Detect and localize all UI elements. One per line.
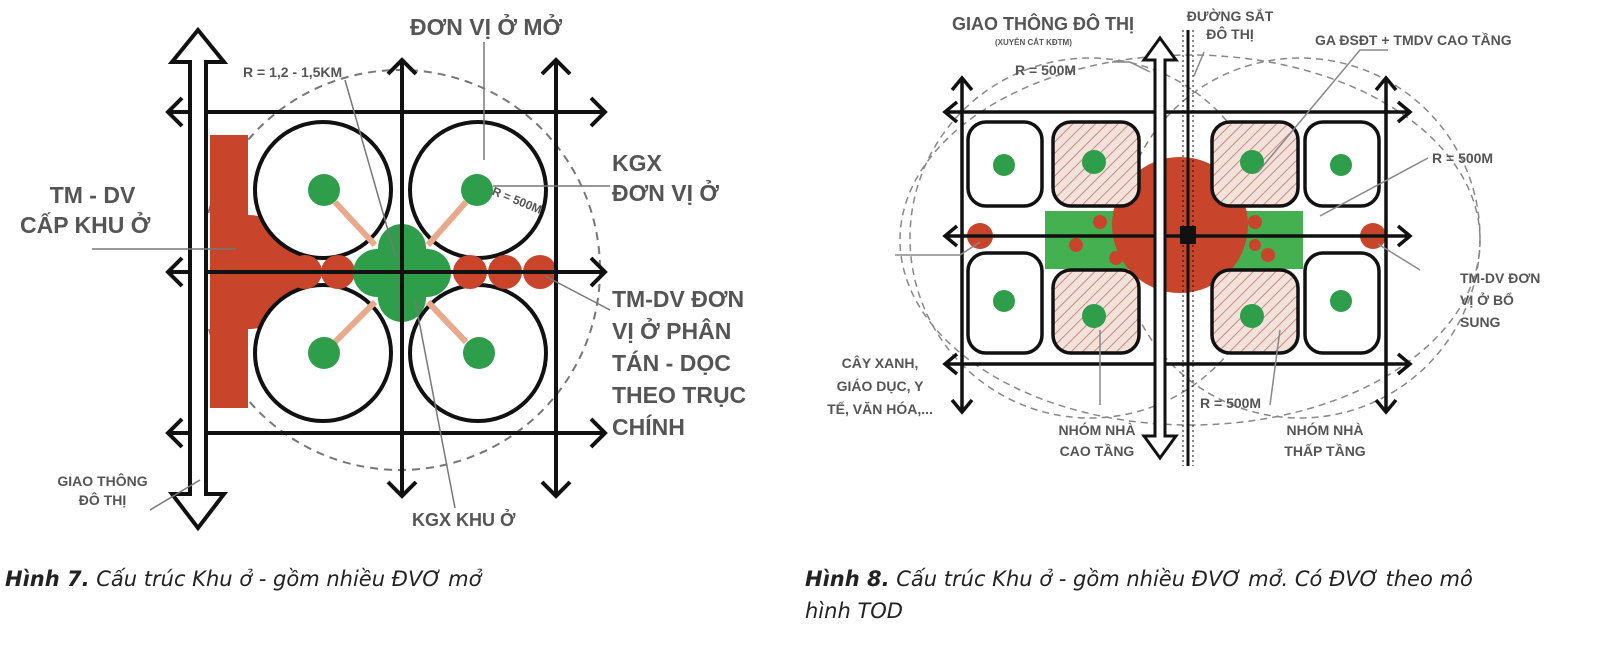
- figure-8-diagram: [895, 30, 1481, 466]
- label-tmdv-unit-line3: TÁN - DỌC: [612, 350, 731, 376]
- caption-text-line2: hình TOD: [805, 598, 903, 623]
- urban-traffic-arterial: [1141, 35, 1179, 461]
- label-kgx-area: KGX KHU Ở: [412, 510, 516, 530]
- label-tmdv-area-line2: CẤP KHU Ở: [20, 212, 151, 238]
- label-urban-traffic-sub: (XUYÊN CẮT KĐTM): [995, 38, 1072, 47]
- roads: [945, 78, 1410, 412]
- label-kgx-unit-line2: ĐƠN VỊ Ở: [612, 180, 719, 206]
- figure-8-panel: GIAO THÔNG ĐÔ THỊ (XUYÊN CẮT KĐTM) ĐƯỜNG…: [800, 0, 1600, 646]
- roads: [168, 60, 605, 496]
- label-tmdv-extra-line3: SUNG: [1460, 314, 1501, 330]
- green-dots: [993, 150, 1352, 328]
- caption-text: Cấu trúc Khu ở - gồm nhiều ĐVƠ mở: [89, 567, 482, 591]
- label-green-line3: TẾ, VĂN HÓA,...: [827, 401, 933, 417]
- caption-figure-7: Hình 7. Cấu trúc Khu ở - gồm nhiều ĐVƠ m…: [5, 564, 481, 596]
- label-radius-bottom: R = 500M: [1200, 395, 1262, 411]
- figure-7-panel: ĐƠN VỊ Ở MỞ R = 1,2 - 1,5KM R = 500M KGX…: [5, 14, 747, 596]
- urban-traffic-arterial: [167, 26, 229, 532]
- label-open-unit: ĐƠN VỊ Ở MỞ: [410, 14, 563, 40]
- label-highrise-line1: NHÓM NHÀ: [1058, 422, 1136, 438]
- label-tmdv-unit-line2: VỊ Ở PHÂN: [612, 318, 732, 344]
- label-railway-line2: ĐÔ THỊ: [1206, 26, 1254, 42]
- label-station: GA ĐSĐT + TMDV CAO TẦNG: [1315, 32, 1512, 48]
- label-tmdv-unit-line5: CHÍNH: [612, 414, 685, 440]
- label-tmdv-extra-line1: TM-DV ĐƠN: [1460, 270, 1541, 286]
- leader-lines: [92, 42, 611, 511]
- label-green-line2: GIÁO DỤC, Y: [836, 378, 924, 394]
- station-icon: [1180, 226, 1196, 244]
- label-tmdv-area-line1: TM - DV: [49, 182, 136, 208]
- label-kgx-unit-line1: KGX: [612, 150, 662, 176]
- label-radius-top: R = 500M: [1015, 62, 1077, 78]
- label-urban-traffic-line1: GIAO THÔNG: [57, 473, 148, 489]
- caption-prefix: Hình 8.: [805, 567, 890, 591]
- label-urban-traffic: GIAO THÔNG ĐÔ THỊ: [952, 14, 1134, 34]
- label-tmdv-unit-line1: TM-DV ĐƠN: [612, 286, 745, 312]
- label-green-line1: CÂY XANH,: [841, 355, 919, 371]
- figure-7-diagram: [92, 26, 611, 532]
- label-urban-traffic-line2: ĐÔ THỊ: [78, 492, 127, 508]
- blocks: [966, 120, 1381, 355]
- leader-lines: [895, 49, 1429, 406]
- label-lowrise-line2: THẤP TẦNG: [1284, 443, 1366, 459]
- label-area-radius: R = 1,2 - 1,5KM: [243, 64, 343, 80]
- label-highrise-line2: CAO TẦNG: [1059, 443, 1135, 459]
- unit-green-dots: [308, 174, 495, 369]
- label-radius-right: R = 500M: [1432, 150, 1494, 166]
- pedestrian-links: [332, 199, 469, 345]
- caption-text-line1: Cấu trúc Khu ở - gồm nhiều ĐVƠ mở. Có ĐV…: [889, 567, 1473, 591]
- label-railway-line1: ĐƯỜNG SẮT: [1186, 8, 1274, 24]
- label-tmdv-extra-line2: VỊ Ở BỔ: [1460, 292, 1514, 308]
- caption-figure-8: Hình 8. Cấu trúc Khu ở - gồm nhiều ĐVƠ m…: [805, 564, 1595, 627]
- railway: [1182, 30, 1194, 466]
- label-lowrise-line1: NHÓM NHÀ: [1286, 422, 1364, 438]
- label-tmdv-unit-line4: THEO TRỤC: [612, 382, 747, 408]
- caption-prefix: Hình 7.: [5, 567, 90, 591]
